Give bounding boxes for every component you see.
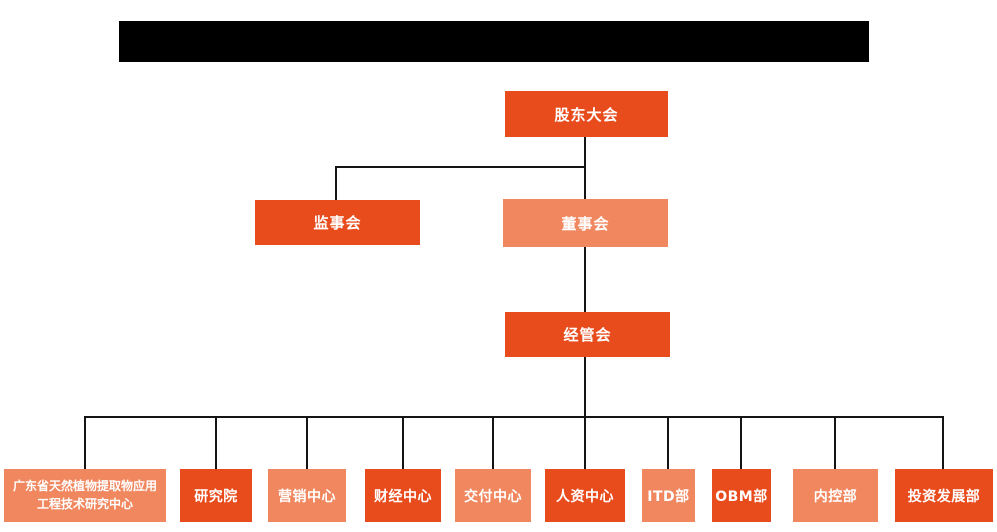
- org-node-dept-internal-control: 内控部: [793, 469, 878, 522]
- connector-drop-marketing: [306, 416, 308, 469]
- org-node-dept-investment-development: 投资发展部: [895, 469, 993, 522]
- connector-drop-finance: [402, 416, 404, 469]
- org-node-dept-research-center: 广东省天然植物提取物应用工程技术研究中心: [4, 469, 166, 522]
- org-node-board-of-directors: 董事会: [503, 199, 668, 247]
- connector-drop-research-center: [84, 416, 86, 469]
- connector-drop-itd: [667, 416, 669, 469]
- connector-department-bus: [84, 416, 944, 418]
- connector-branch-to-supervisory: [335, 166, 337, 200]
- org-node-supervisory-board: 监事会: [255, 200, 420, 245]
- connector-drop-internal-control: [834, 416, 836, 469]
- org-node-shareholders-meeting: 股东大会: [505, 91, 668, 137]
- connector-management-to-bus: [584, 357, 586, 417]
- org-node-dept-obm: OBM部: [712, 469, 771, 522]
- connector-drop-research-institute: [215, 416, 217, 469]
- connector-drop-obm: [740, 416, 742, 469]
- connector-board-to-management: [584, 247, 586, 312]
- connector-l1-branch: [335, 166, 586, 168]
- connector-l1-to-board: [584, 137, 586, 199]
- org-node-dept-marketing-center: 营销中心: [268, 469, 346, 522]
- org-node-dept-itd: ITD部: [642, 469, 695, 522]
- org-node-management-committee: 经管会: [505, 312, 670, 357]
- org-node-dept-finance-center: 财经中心: [365, 469, 441, 522]
- connector-drop-hr: [584, 416, 586, 469]
- org-node-dept-research-institute: 研究院: [180, 469, 252, 522]
- connector-drop-delivery: [492, 416, 494, 469]
- org-node-dept-hr-center: 人资中心: [545, 469, 625, 522]
- connector-drop-investment: [942, 416, 944, 469]
- redacted-title-bar: [119, 21, 869, 62]
- org-node-dept-delivery-center: 交付中心: [455, 469, 531, 522]
